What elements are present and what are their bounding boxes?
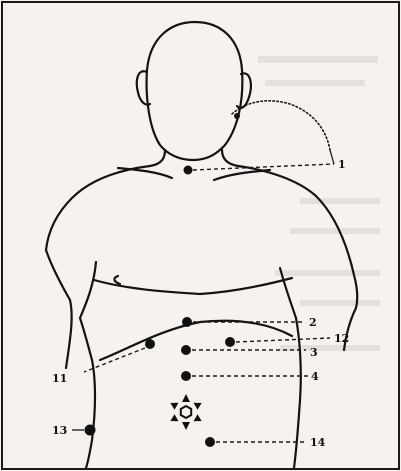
point-2-dot: [182, 317, 192, 327]
label-1: 1: [338, 158, 346, 171]
background-bleed: [258, 56, 380, 351]
label-13: 13: [52, 424, 67, 437]
point-11-dot: [145, 339, 155, 349]
point-3-dot: [181, 345, 191, 355]
point-1-dot: [183, 165, 193, 175]
head: [135, 20, 252, 168]
leader-lines: [72, 100, 335, 443]
label-4: 4: [311, 370, 319, 383]
label-2: 2: [309, 316, 317, 329]
point-13-dot: [84, 424, 96, 436]
six-petal-flower-icon: [170, 394, 202, 430]
point-14-dot: [205, 437, 215, 447]
torso-outline: [44, 164, 359, 470]
label-11: 11: [52, 372, 67, 385]
acupoints: [84, 113, 240, 447]
label-14: 14: [310, 436, 326, 449]
point-4-dot: [181, 371, 191, 381]
point-12-dot: [225, 337, 235, 347]
label-3: 3: [310, 346, 318, 359]
ear-point-dot: [234, 113, 240, 119]
label-12: 12: [334, 332, 349, 345]
point-labels: 1 2 3 4 11 12 13 14: [52, 158, 349, 449]
